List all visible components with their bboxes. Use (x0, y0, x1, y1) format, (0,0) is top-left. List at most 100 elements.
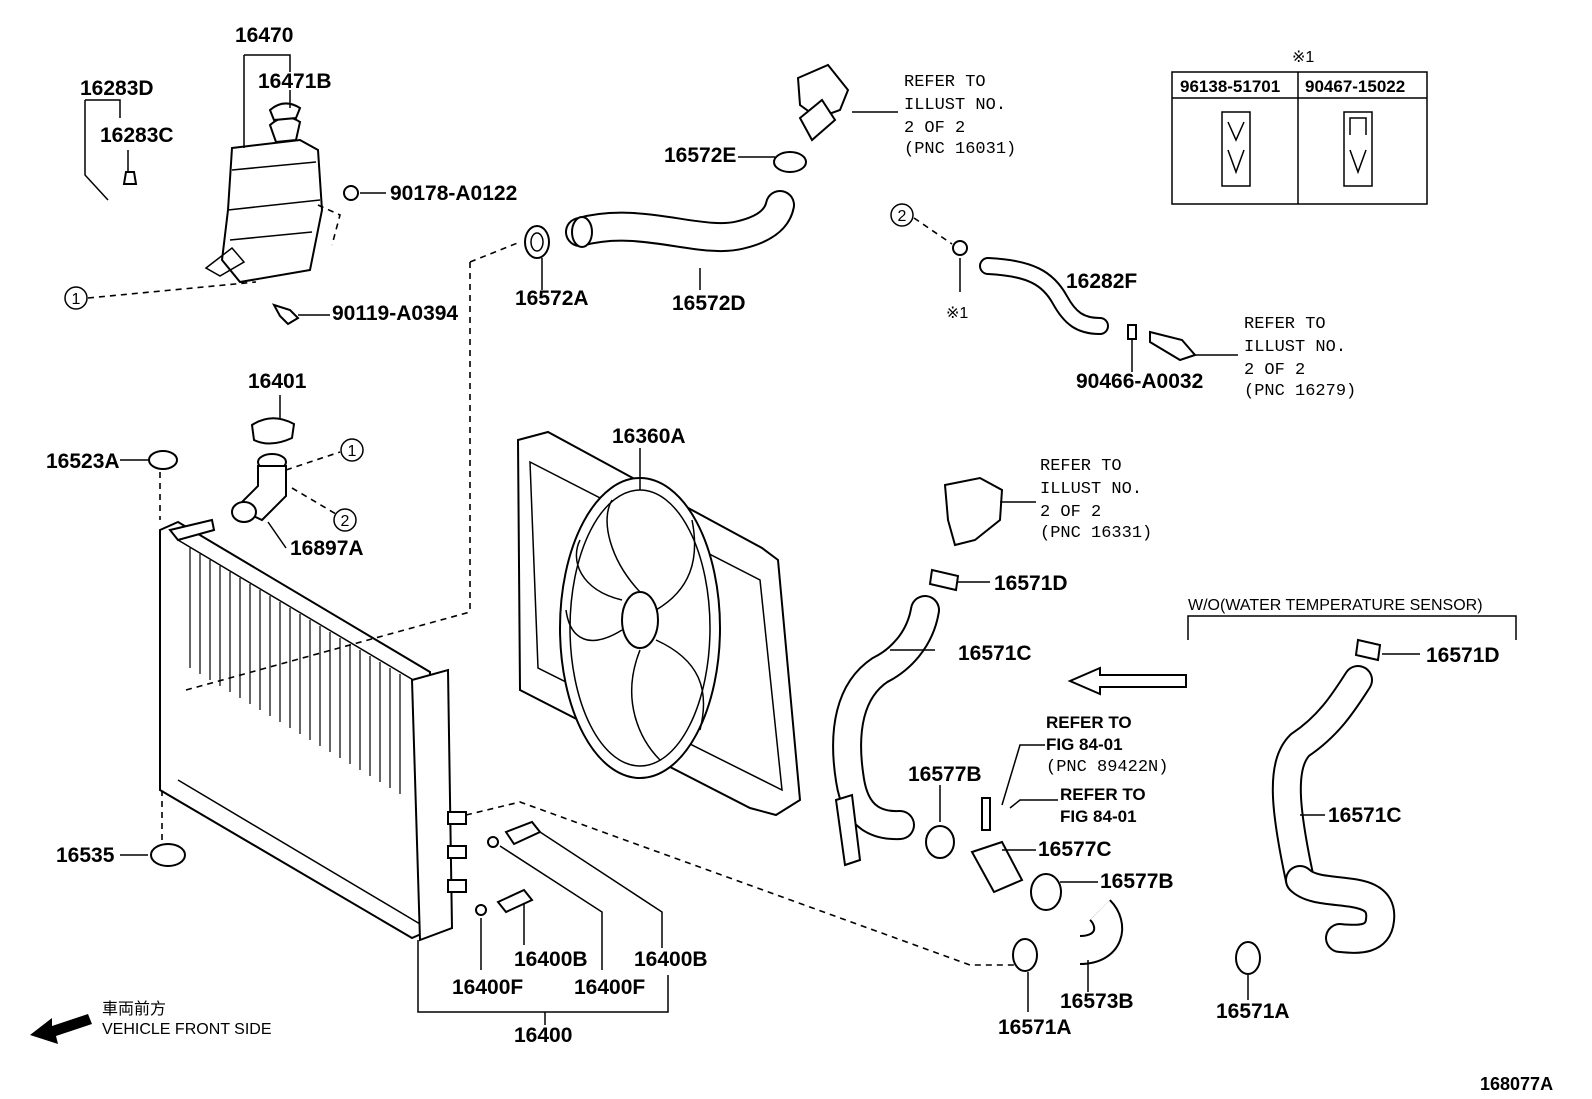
refer-note-16331: REFER TO ILLUST NO. 2 OF 2 (PNC 16331) (1040, 457, 1152, 543)
label-90178-A0122: 90178-A0122 (390, 182, 517, 205)
label-16523A: 16523A (46, 450, 120, 473)
reservoir-cap (268, 102, 302, 122)
callout-2-b: 2 (890, 203, 914, 227)
clamp-16577B-a (925, 825, 955, 859)
direction-arrow (1067, 666, 1187, 696)
vehicle-front-arrow (30, 1014, 92, 1044)
hose-16573B (1078, 899, 1124, 965)
refer-note-16031: REFER TO ILLUST NO. 2 OF 2 (PNC 16031) (904, 73, 1016, 159)
sensor-connector (981, 797, 1058, 831)
svg-text:(PNC 89422N): (PNC 89422N) (1046, 758, 1168, 777)
filler-neck (231, 453, 287, 523)
label-16470: 16470 (235, 24, 293, 47)
svg-text:2 OF 2: 2 OF 2 (904, 119, 965, 138)
svg-text:FIG 84-01: FIG 84-01 (1046, 735, 1123, 754)
radiator-cap (250, 417, 296, 445)
label-16571A-b: 16571A (1216, 1000, 1290, 1023)
radiator-support-16535 (150, 843, 186, 867)
label-16897A: 16897A (290, 537, 364, 560)
reservoir-tank (204, 116, 341, 284)
label-16400B-a: 16400B (514, 948, 588, 971)
svg-text:2 OF 2: 2 OF 2 (1040, 503, 1101, 522)
hose-clip (122, 171, 138, 185)
label-16577C: 16577C (1038, 838, 1112, 861)
table-col2: 90467-15022 (1305, 77, 1405, 96)
label-16400: 16400 (514, 1024, 572, 1047)
front-label-en: VEHICLE FRONT SIDE (102, 1021, 272, 1038)
label-16572E: 16572E (664, 144, 736, 167)
label-16571C-a: 16571C (958, 642, 1032, 665)
fan-shroud (516, 430, 802, 817)
label-90466-A0032: 90466-A0032 (1076, 370, 1203, 393)
clamp-16571A-a (1012, 938, 1038, 972)
clamp-16577B-b (1030, 873, 1062, 911)
svg-text:2: 2 (898, 208, 907, 225)
svg-text:2: 2 (341, 513, 350, 530)
label-16577B-a: 16577B (908, 763, 982, 786)
label-16400F-b: 16400F (574, 976, 645, 999)
variant-label: W/O(WATER TEMPERATURE SENSOR) (1188, 597, 1483, 614)
lower-hose (832, 595, 940, 867)
drain-cock-upper (487, 820, 542, 848)
svg-text:REFER TO: REFER TO (1244, 315, 1326, 334)
svg-text:REFER TO: REFER TO (1040, 457, 1122, 476)
svg-text:1: 1 (72, 291, 81, 308)
upper-hose (565, 190, 795, 253)
nut (343, 185, 359, 201)
label-16573B: 16573B (1060, 990, 1134, 1013)
label-16282F: 16282F (1066, 270, 1137, 293)
svg-text:REFER TO: REFER TO (1060, 785, 1146, 804)
svg-text:1: 1 (348, 443, 357, 460)
label-16572D: 16572D (672, 292, 746, 315)
label-16571A-a: 16571A (998, 1016, 1072, 1039)
svg-text:(PNC 16331): (PNC 16331) (1040, 524, 1152, 543)
svg-text:ILLUST NO.: ILLUST NO. (904, 96, 1006, 115)
svg-text:(PNC 16031): (PNC 16031) (904, 140, 1016, 159)
callout-1-b: 1 (340, 438, 364, 462)
label-16400F-a: 16400F (452, 976, 523, 999)
bypass-hose (913, 217, 1238, 372)
refer-note-16279: REFER TO ILLUST NO. 2 OF 2 (PNC 16279) (1244, 315, 1356, 401)
svg-text:FIG 84-01: FIG 84-01 (1060, 807, 1137, 826)
variant-hose (1271, 665, 1396, 954)
note-mark: ※1 (946, 305, 968, 322)
label-16571D-b: 16571D (1426, 644, 1500, 667)
label-16572A: 16572A (515, 287, 589, 310)
table-mark: ※1 (1292, 49, 1314, 66)
radiator (159, 518, 467, 942)
label-16400B-b: 16400B (634, 948, 708, 971)
label-16535: 16535 (56, 844, 115, 867)
label-16571C-b: 16571C (1328, 804, 1402, 827)
reservoir-hose (112, 202, 168, 308)
hose-clamp-16572E (773, 151, 807, 173)
callout-2-a: 2 (333, 508, 357, 532)
label-16471B: 16471B (258, 70, 332, 93)
svg-text:(PNC 16279): (PNC 16279) (1244, 382, 1356, 401)
variant-clamp (1235, 941, 1261, 975)
drain-cock-lower (475, 888, 534, 916)
sensor-16571D (928, 568, 960, 592)
label-90119-A0394: 90119-A0394 (332, 302, 458, 325)
label-16401: 16401 (248, 370, 307, 393)
bolt (271, 303, 300, 326)
label-16283D: 16283D (80, 77, 154, 100)
radiator-support-16523A (148, 450, 178, 470)
label-16360A: 16360A (612, 425, 686, 448)
label-16571D-a: 16571D (994, 572, 1068, 595)
svg-text:REFER TO: REFER TO (1046, 713, 1132, 732)
water-inlet (796, 63, 898, 142)
svg-text:REFER TO: REFER TO (904, 73, 986, 92)
table-col1: 96138-51701 (1180, 77, 1280, 96)
variant-sensor (1354, 638, 1382, 662)
refer-note-fig-84-01: REFER TO FIG 84-01 (1060, 785, 1146, 826)
svg-text:2 OF 2: 2 OF 2 (1244, 361, 1305, 380)
label-16283C: 16283C (100, 124, 174, 147)
clip-table (1171, 71, 1428, 205)
svg-text:ILLUST NO.: ILLUST NO. (1244, 338, 1346, 357)
callout-1-a: 1 (64, 286, 88, 310)
svg-text:ILLUST NO.: ILLUST NO. (1040, 480, 1142, 499)
thermostat-housing (943, 476, 1004, 547)
hose-clamp-16572A (524, 225, 550, 259)
label-16577B-b: 16577B (1100, 870, 1174, 893)
